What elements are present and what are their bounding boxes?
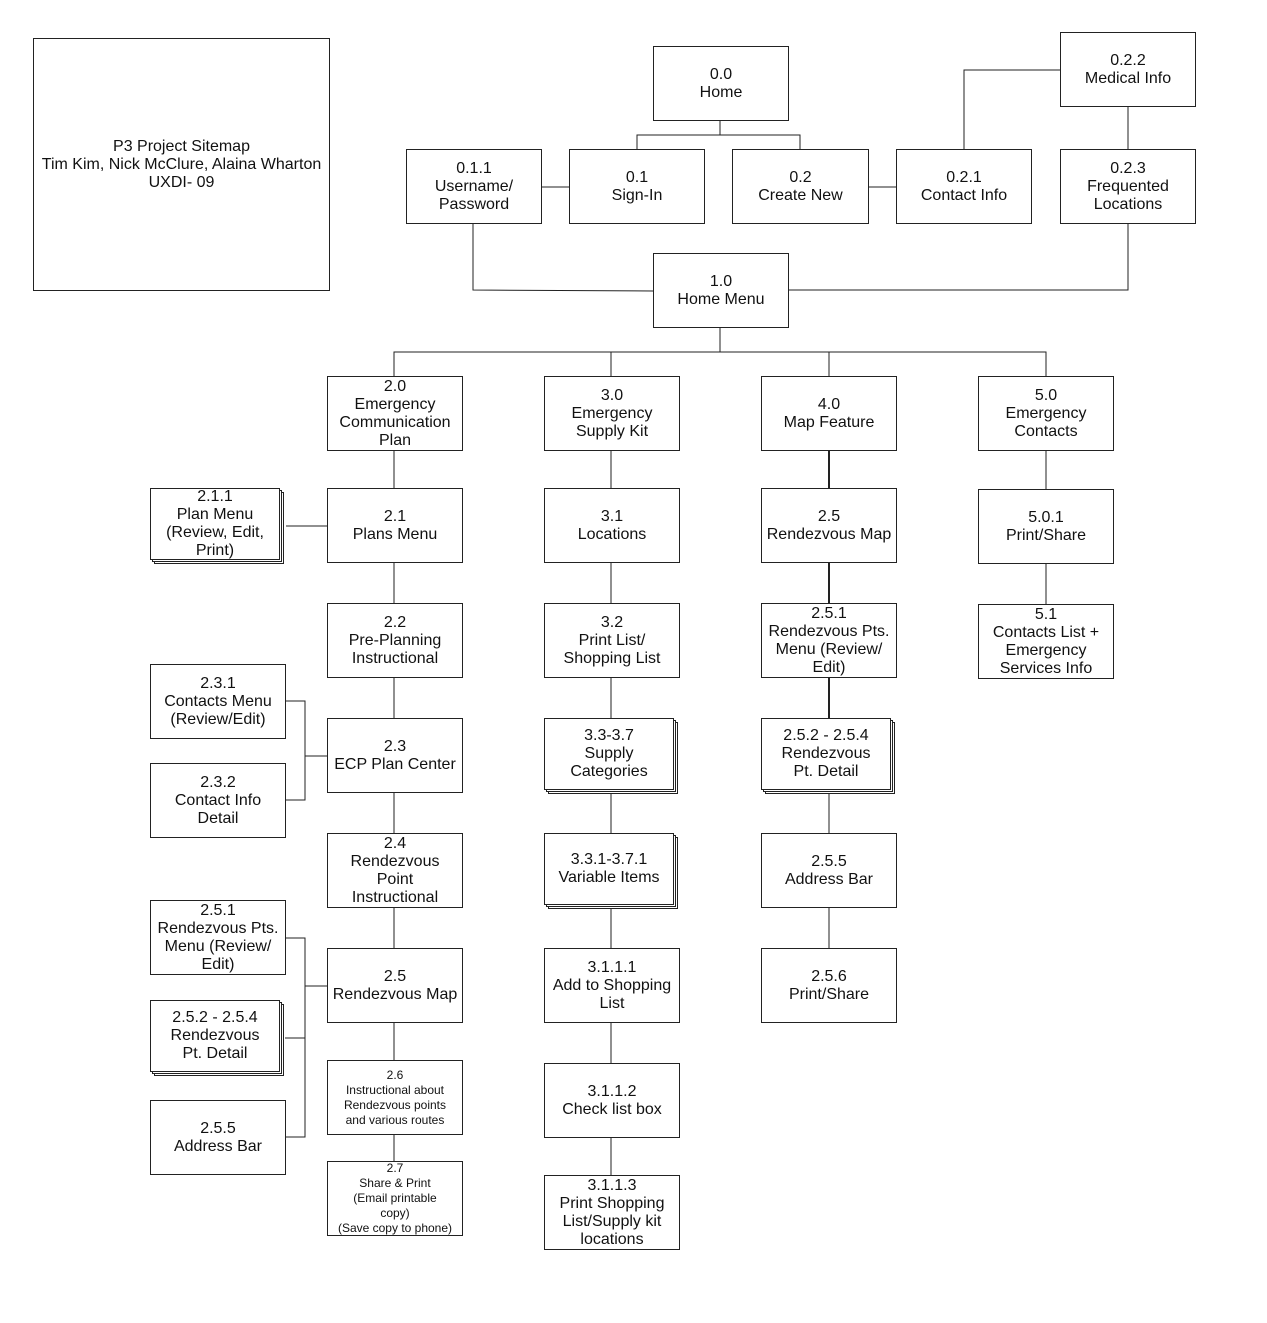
node-map-feature: 4.0 Map Feature <box>761 376 897 451</box>
node-emergency-contacts: 5.0 Emergency Contacts <box>978 376 1114 451</box>
node-emergency-supply-kit: 3.0 Emergency Supply Kit <box>544 376 680 451</box>
node-contacts-list-emergency-services: 5.1 Contacts List + Emergency Services I… <box>978 604 1114 679</box>
project-title: P3 Project Sitemap <box>113 137 250 155</box>
node-address-bar: 2.5.5 Address Bar <box>761 833 897 908</box>
node-contact-info-detail: 2.3.2 Contact Info Detail <box>150 763 286 838</box>
node-sign-in: 0.1 Sign-In <box>569 149 705 224</box>
node-ecp-plan-center: 2.3 ECP Plan Center <box>327 718 463 793</box>
node-rendezvous-pts-menu: 2.5.1 Rendezvous Pts. Menu (Review/ Edit… <box>761 603 897 678</box>
node-contacts-menu: 2.3.1 Contacts Menu (Review/Edit) <box>150 664 286 739</box>
node-print-share-map: 2.5.6 Print/Share <box>761 948 897 1023</box>
node-medical-info: 0.2.2 Medical Info <box>1060 32 1196 107</box>
node-rendezvous-pt-detail: 2.5.2 - 2.5.4 Rendezvous Pt. Detail <box>761 718 891 790</box>
node-address-bar-left: 2.5.5 Address Bar <box>150 1100 286 1175</box>
node-rendezvous-map: 2.5 Rendezvous Map <box>761 488 897 563</box>
node-contact-info: 0.2.1 Contact Info <box>896 149 1032 224</box>
node-frequented-locations: 0.2.3 Frequented Locations <box>1060 149 1196 224</box>
node-instructional-rendezvous-routes: 2.6 Instructional about Rendezvous point… <box>327 1060 463 1135</box>
node-check-list-box: 3.1.1.2 Check list box <box>544 1063 680 1138</box>
node-supply-categories: 3.3-3.7 Supply Categories <box>544 718 674 790</box>
project-info-box: P3 Project Sitemap Tim Kim, Nick McClure… <box>33 38 330 291</box>
node-share-print: 2.7 Share & Print (Email printable copy)… <box>327 1161 463 1236</box>
project-course: UXDI- 09 <box>148 173 215 191</box>
node-variable-items: 3.3.1-3.7.1 Variable Items <box>544 833 674 905</box>
node-home-menu: 1.0 Home Menu <box>653 253 789 328</box>
node-rendezvous-point-instructional: 2.4 Rendezvous Point Instructional <box>327 833 463 908</box>
node-print-shopping-list: 3.2 Print List/ Shopping List <box>544 603 680 678</box>
node-create-new: 0.2 Create New <box>732 149 869 224</box>
node-locations: 3.1 Locations <box>544 488 680 563</box>
node-rendezvous-pts-menu-left: 2.5.1 Rendezvous Pts. Menu (Review/ Edit… <box>150 900 286 975</box>
node-print-shopping-list-locations: 3.1.1.3 Print Shopping List/Supply kit l… <box>544 1175 680 1250</box>
node-username-password: 0.1.1 Username/ Password <box>406 149 542 224</box>
node-home: 0.0 Home <box>653 46 789 121</box>
node-print-share-contacts: 5.0.1 Print/Share <box>978 489 1114 564</box>
node-rendezvous-pt-detail-left: 2.5.2 - 2.5.4 Rendezvous Pt. Detail <box>150 1000 280 1072</box>
node-plan-menu: 2.1.1 Plan Menu (Review, Edit, Print) <box>150 488 280 560</box>
node-add-to-shopping-list: 3.1.1.1 Add to Shopping List <box>544 948 680 1023</box>
node-plans-menu: 2.1 Plans Menu <box>327 488 463 563</box>
project-authors: Tim Kim, Nick McClure, Alaina Wharton <box>41 155 322 173</box>
node-rendezvous-map-left: 2.5 Rendezvous Map <box>327 948 463 1023</box>
node-pre-planning-instructional: 2.2 Pre-Planning Instructional <box>327 603 463 678</box>
node-emergency-communication-plan: 2.0 Emergency Communication Plan <box>327 376 463 451</box>
